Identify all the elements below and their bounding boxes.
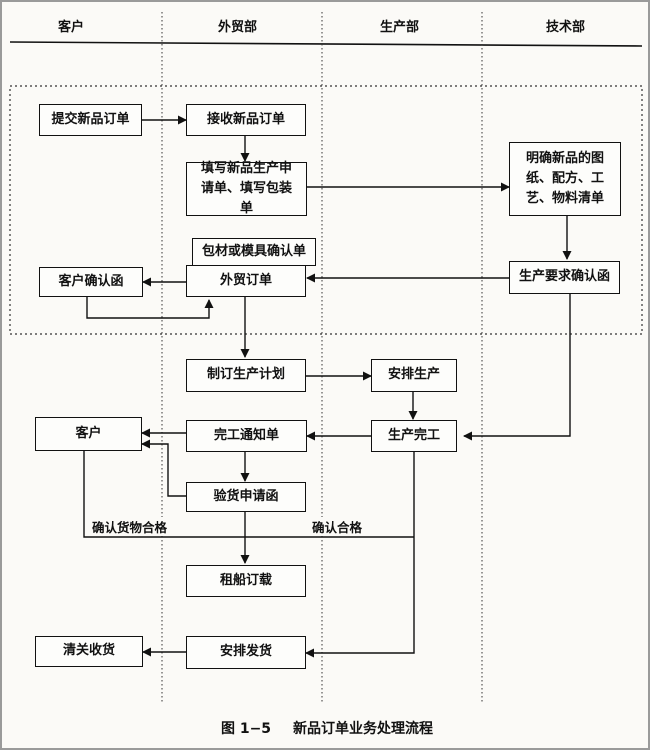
figure-caption: 图 1−5 新品订单业务处理流程 <box>2 718 650 738</box>
lane-header-customer: 客户 <box>58 20 85 35</box>
node-customer: 客户 <box>35 417 142 451</box>
figure-title: 新品订单业务处理流程 <box>293 721 434 737</box>
node-arrange-shipment: 安排发货 <box>186 636 306 669</box>
node-clarify-specs: 明确新品的图纸、配方、工艺、物料清单 <box>509 142 621 216</box>
edge-label-ok: 确认合格 <box>310 517 365 536</box>
node-make-plan: 制订生产计划 <box>186 359 306 392</box>
dashed-region <box>9 85 643 335</box>
lane-header-tech-dept: 技术部 <box>546 20 586 35</box>
figure-number: 图 1−5 <box>220 721 272 737</box>
node-receive-order: 接收新品订单 <box>186 104 306 136</box>
node-completion-notice: 完工通知单 <box>186 420 307 452</box>
node-book-shipping: 租船订载 <box>186 565 306 597</box>
node-fill-application: 填写新品生产申请单、填写包装单 <box>186 161 307 216</box>
lane-header-production-dept: 生产部 <box>380 20 420 35</box>
node-prod-req-confirm: 生产要求确认函 <box>509 261 620 294</box>
lane-dividers <box>161 12 483 704</box>
node-production-complete: 生产完工 <box>371 420 457 452</box>
node-trade-order: 外贸订单 <box>186 265 306 297</box>
edge-label-goods-ok: 确认货物合格 <box>90 517 170 536</box>
node-customs-receive: 清关收货 <box>35 636 143 667</box>
lane-header-trade-dept: 外贸部 <box>218 20 258 35</box>
node-customer-confirm: 客户确认函 <box>39 267 143 297</box>
node-inspection-request: 验货申请函 <box>186 482 306 512</box>
node-packaging-confirm: 包材或模具确认单 <box>192 238 316 266</box>
node-submit-order: 提交新品订单 <box>39 104 142 136</box>
node-arrange-production: 安排生产 <box>371 359 457 392</box>
